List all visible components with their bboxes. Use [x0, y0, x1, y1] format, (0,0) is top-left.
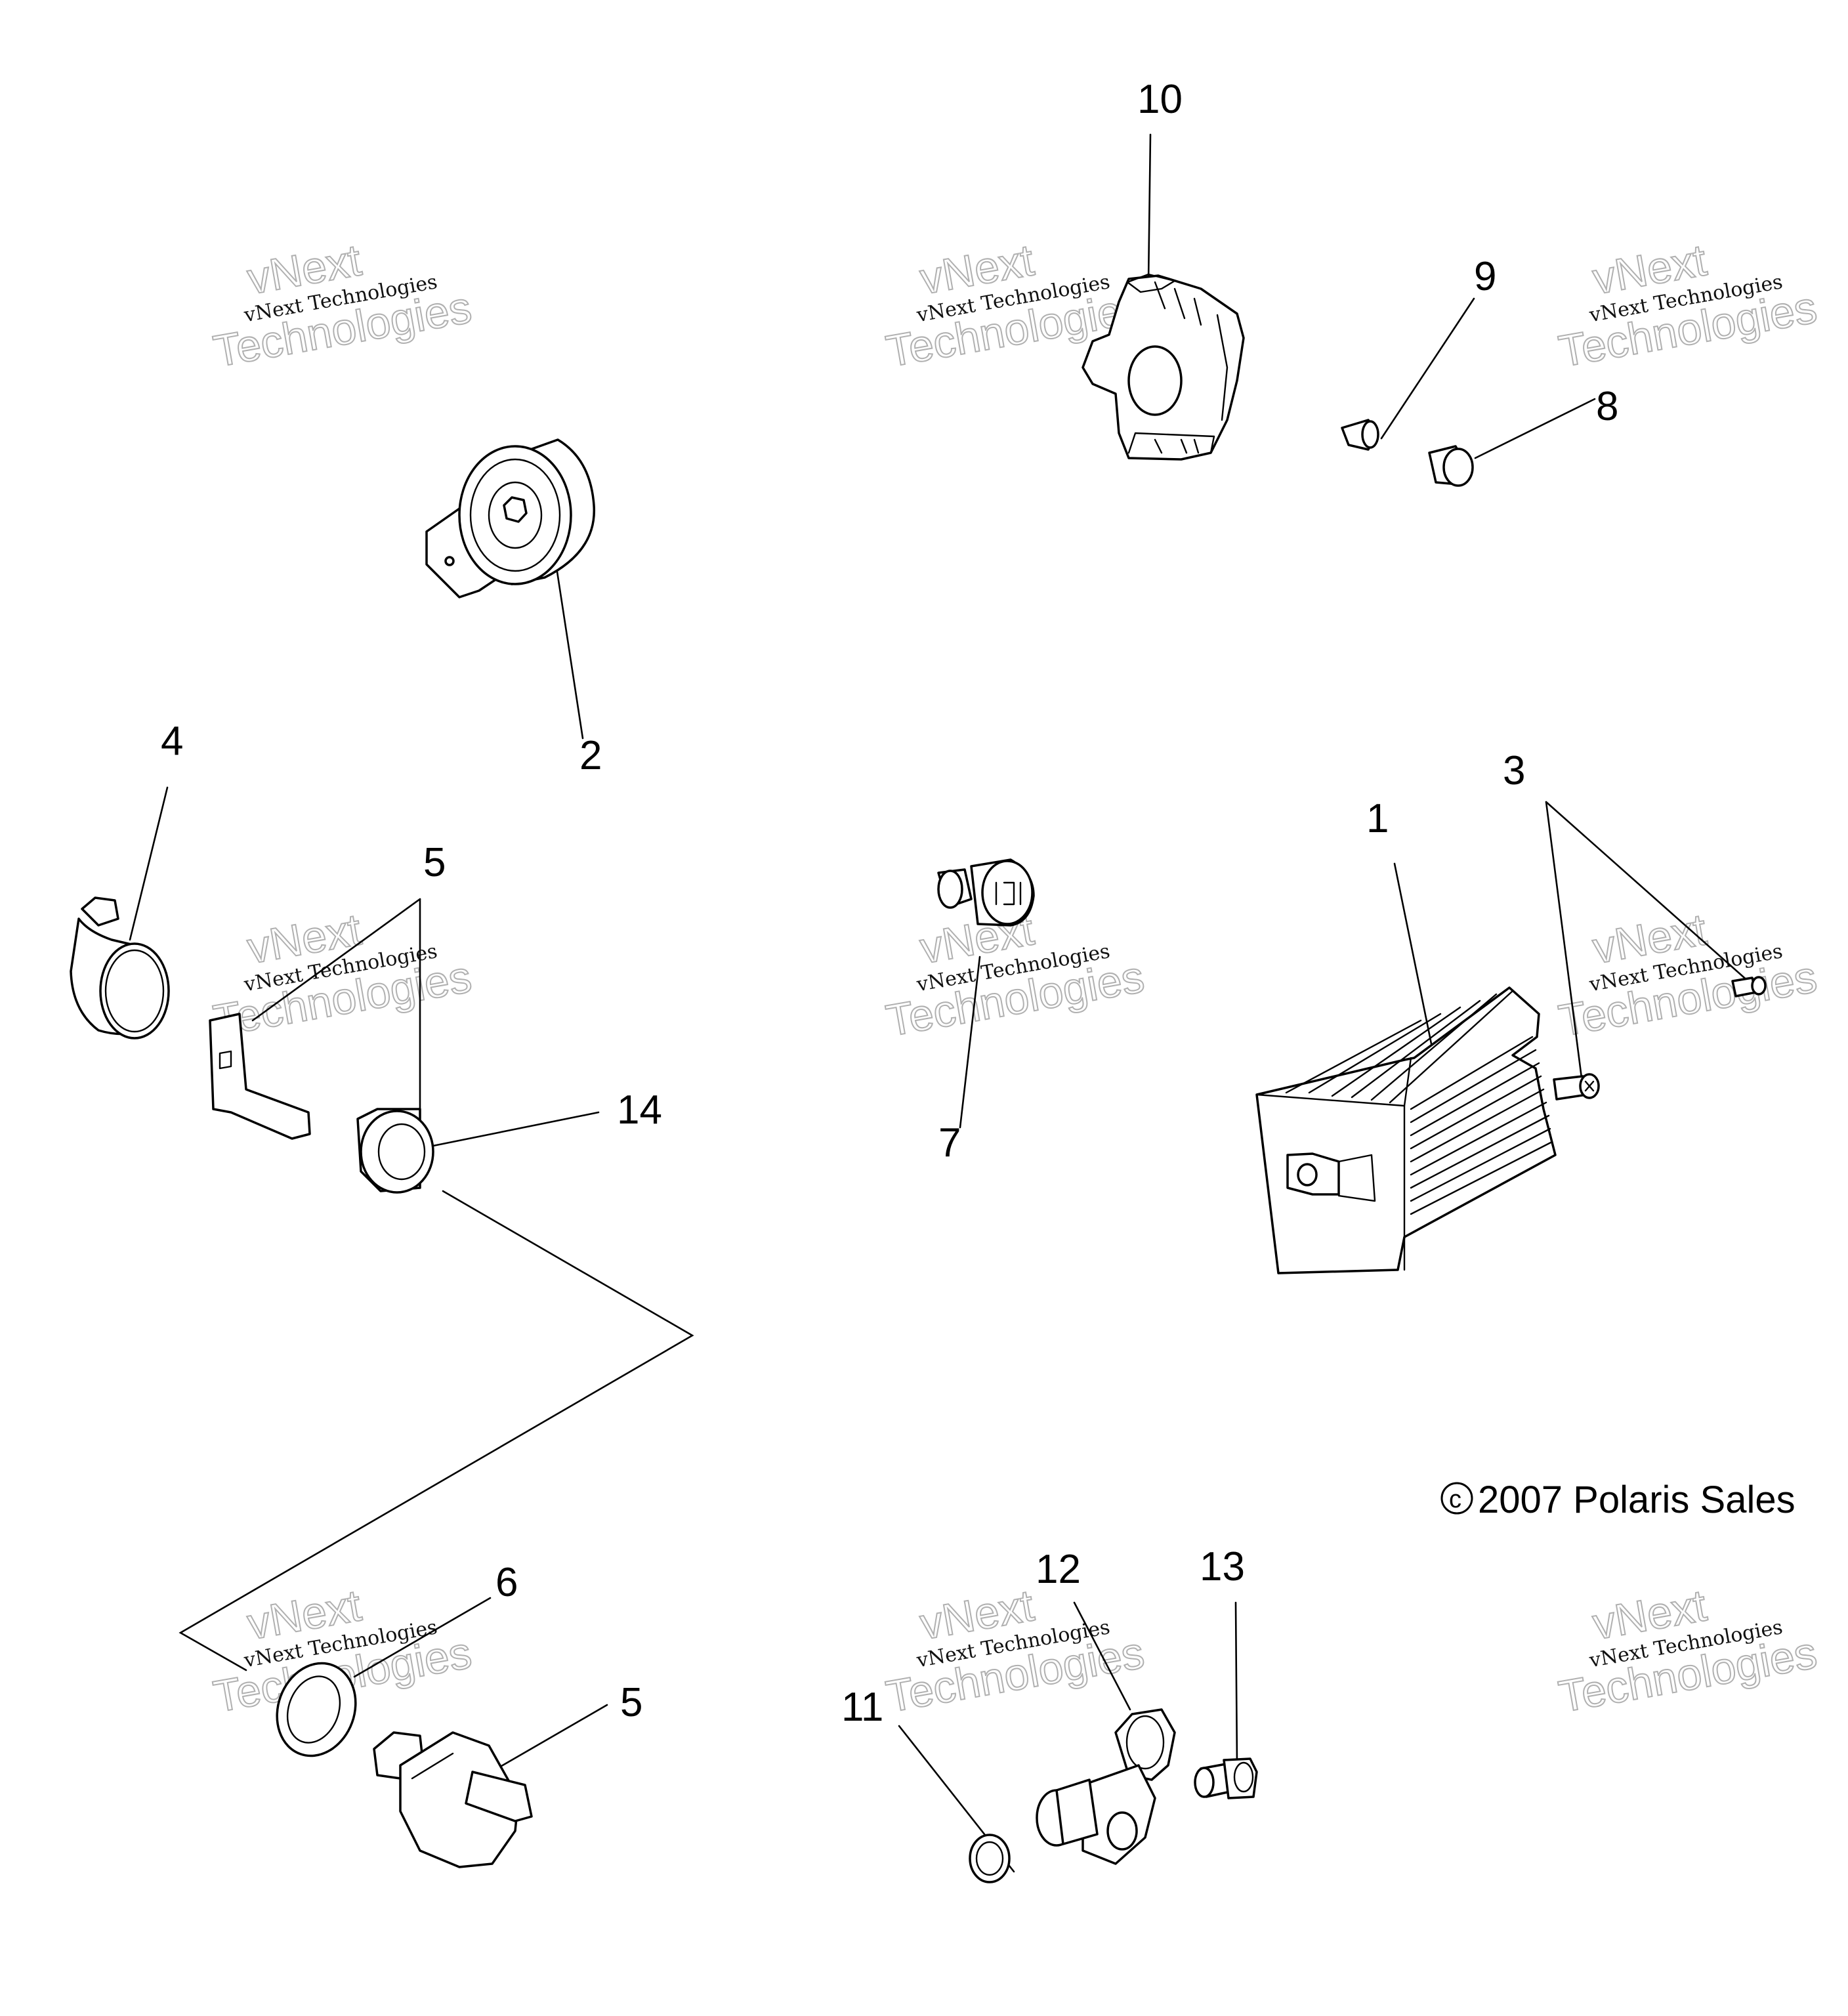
callout-12: 12 [1036, 1547, 1081, 1592]
callout-3: 3 [1503, 748, 1525, 793]
leader-5b [484, 1704, 608, 1776]
leader-14-bracket [178, 1190, 694, 1671]
leader-13 [1234, 1601, 1238, 1767]
leader-4 [129, 786, 169, 941]
leader-14 [425, 1111, 600, 1148]
part-13-bolt [1194, 1757, 1258, 1799]
callout-numbers: 10 9 8 2 4 5 14 7 1 3 6 5 11 12 13 [161, 77, 1618, 1730]
callout-9: 9 [1474, 254, 1496, 299]
copyright-text: 2007 Polaris Sales [1478, 1479, 1796, 1521]
leader-8 [1474, 398, 1596, 459]
leader-lines [129, 133, 1757, 1873]
callout-5-lower: 5 [620, 1680, 642, 1725]
callout-11: 11 [841, 1685, 883, 1730]
part-1-regulator [1255, 986, 1557, 1274]
part-14-nut [356, 1108, 434, 1194]
callout-4: 4 [161, 719, 183, 764]
copyright-circle [1440, 1482, 1473, 1515]
callout-10: 10 [1137, 77, 1183, 122]
watermark: vNext vNext Technologies Technologies [1555, 1580, 1821, 1723]
leader-12 [1073, 1601, 1131, 1711]
part-11-oring [969, 1834, 1011, 1883]
leader-6 [353, 1597, 492, 1678]
part-3-screws [1553, 976, 1767, 1101]
watermark: vNext vNext Technologies Technologies [882, 234, 1148, 377]
copyright-symbol: c [1449, 1486, 1461, 1513]
leader-7 [959, 956, 981, 1129]
leader-10 [1147, 133, 1152, 284]
part-7-fitting [937, 858, 1035, 927]
leader-3-right [1545, 801, 1757, 989]
callout-8: 8 [1596, 384, 1618, 429]
callout-7: 7 [938, 1120, 961, 1166]
callout-5-upper: 5 [423, 840, 446, 885]
part-2-disc [425, 438, 596, 598]
callout-14: 14 [617, 1087, 662, 1133]
part-10-key-switch [1082, 273, 1245, 461]
copyright-notice: c 2007 Polaris Sales [1440, 1479, 1796, 1521]
watermark: vNext vNext Technologies Technologies [1555, 904, 1821, 1047]
part-12-sensor [1036, 1708, 1176, 1865]
callout-13: 13 [1200, 1544, 1245, 1589]
part-5-cylinder [373, 1731, 533, 1868]
part-5-key-clip [209, 1013, 311, 1140]
watermark: vNext vNext Technologies Technologies [1555, 234, 1821, 377]
part-8-plug [1428, 445, 1474, 487]
part-6-washer [276, 1662, 357, 1757]
callout-6: 6 [495, 1560, 518, 1605]
leader-1 [1393, 862, 1435, 1058]
callout-2: 2 [579, 733, 602, 778]
watermark: vNext vNext Technologies Technologies [882, 1580, 1148, 1723]
leader-9 [1380, 297, 1475, 440]
part-4-cap [70, 896, 170, 1040]
callout-1: 1 [1366, 796, 1389, 841]
part-9-cap [1341, 419, 1379, 451]
leader-3-left [1545, 801, 1584, 1089]
watermark: vNext vNext Technologies Technologies [209, 234, 476, 377]
leader-5a-clip [251, 898, 421, 1022]
